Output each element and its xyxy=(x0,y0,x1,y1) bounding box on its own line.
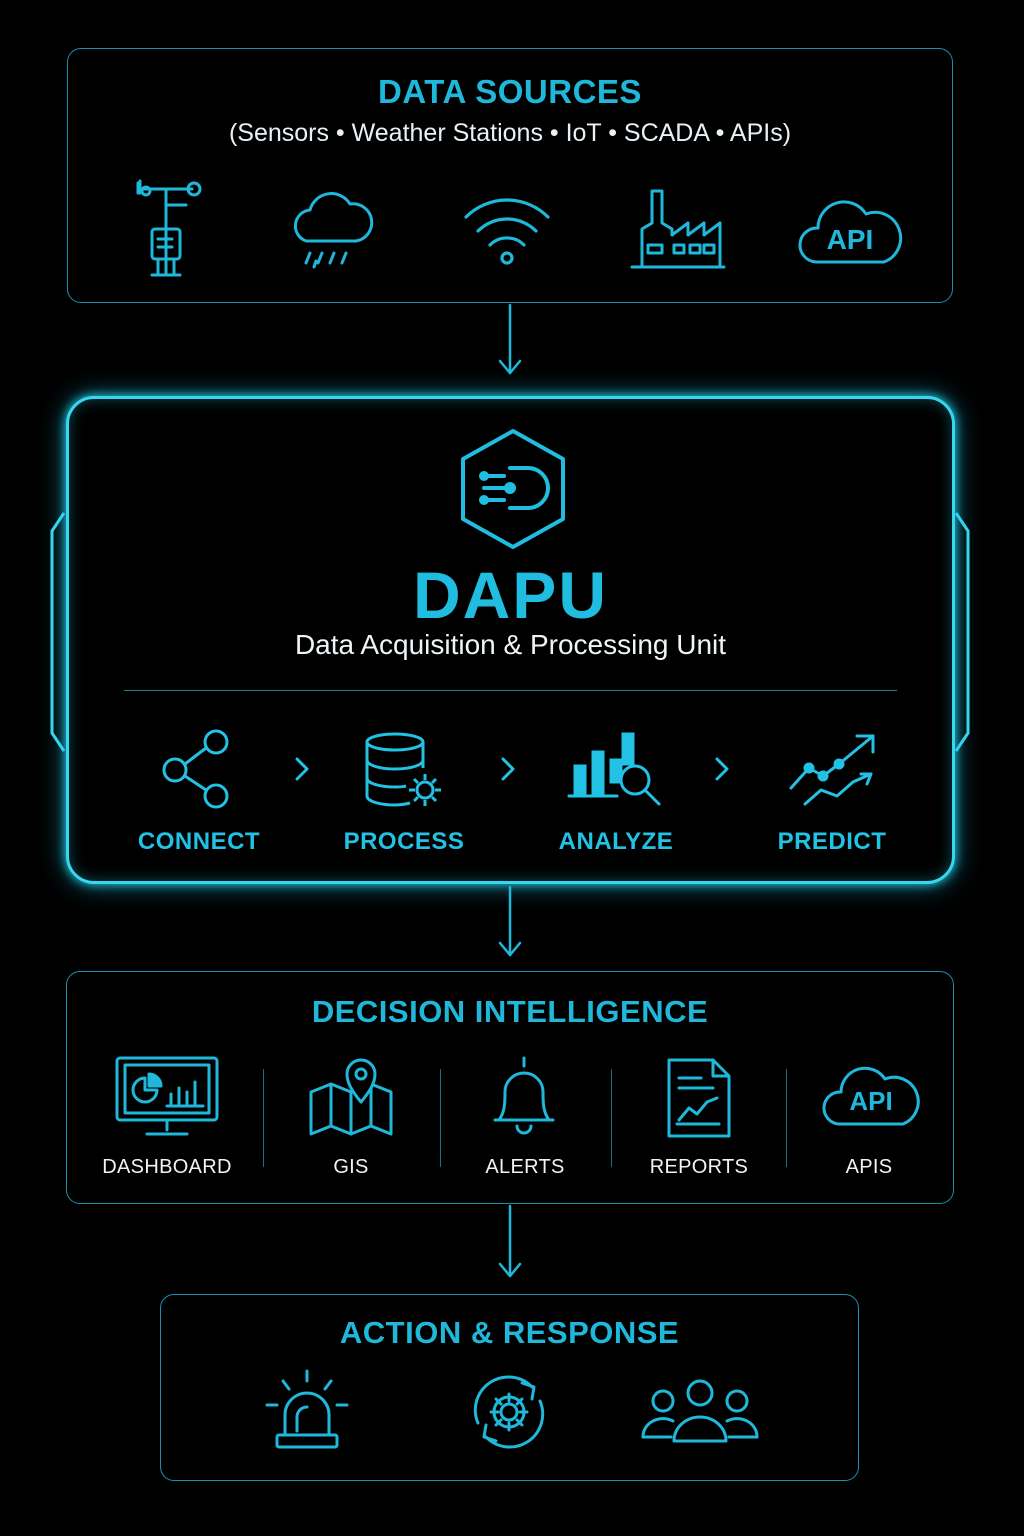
action-response-title: ACTION & RESPONSE xyxy=(339,1315,680,1350)
api-cloud-icon: API xyxy=(821,1060,921,1128)
flow-arrow xyxy=(496,303,524,375)
separator xyxy=(786,1069,787,1167)
flow-arrow xyxy=(496,885,524,957)
dapu-name: DAPU xyxy=(412,558,608,632)
report-document-icon xyxy=(667,1058,731,1138)
output-label-alerts: ALERTS xyxy=(485,1156,565,1178)
bar-chart-search-icon xyxy=(567,732,663,810)
chevron-right-icon xyxy=(501,757,515,786)
wifi-icon xyxy=(462,195,552,267)
step-label-connect: CONNECT xyxy=(137,828,261,855)
gear-cycle-icon xyxy=(466,1369,552,1455)
rain-cloud-icon xyxy=(288,189,374,273)
team-icon xyxy=(641,1379,759,1445)
decision-intelligence-title: DECISION INTELLIGENCE xyxy=(311,994,709,1029)
dapu-divider xyxy=(124,690,897,691)
output-label-gis: GIS xyxy=(333,1156,369,1178)
flow-arrow xyxy=(496,1204,524,1278)
output-label-reports: REPORTS xyxy=(649,1156,749,1178)
data-sources-subtitle: (Sensors • Weather Stations • IoT • SCAD… xyxy=(228,119,792,147)
step-label-process: PROCESS xyxy=(343,828,465,855)
step-label-analyze: ANALYZE xyxy=(558,828,674,855)
decision-intelligence-panel: DECISION INTELLIGENCE DASHBOARD GIS xyxy=(66,971,954,1204)
dapu-hexagon-logo-icon xyxy=(458,428,568,550)
weather-station-icon xyxy=(136,179,202,279)
map-pin-icon xyxy=(309,1056,393,1138)
output-label-dashboard: DASHBOARD xyxy=(102,1156,232,1178)
trend-arrow-icon xyxy=(787,732,877,808)
share-nodes-icon xyxy=(160,728,236,810)
separator xyxy=(440,1069,441,1167)
separator xyxy=(611,1069,612,1167)
data-sources-title: DATA SOURCES xyxy=(378,73,642,110)
dapu-description: Data Acquisition & Processing Unit xyxy=(294,629,727,660)
output-label-apis: APIS xyxy=(845,1156,893,1178)
data-sources-panel: DATA SOURCES (Sensors • Weather Stations… xyxy=(67,48,953,303)
separator xyxy=(263,1069,264,1167)
chevron-right-icon xyxy=(715,757,729,786)
monitor-dashboard-icon xyxy=(115,1056,219,1138)
api-badge: API xyxy=(826,224,874,255)
dapu-panel: DAPU Data Acquisition & Processing Unit … xyxy=(66,396,955,884)
dapu-side-brackets xyxy=(48,395,972,887)
siren-icon xyxy=(265,1369,349,1453)
database-gear-icon xyxy=(365,732,445,810)
api-badge: API xyxy=(849,1086,893,1116)
action-response-panel: ACTION & RESPONSE xyxy=(160,1294,859,1481)
chevron-right-icon xyxy=(295,757,309,786)
api-cloud-icon: API xyxy=(796,194,904,266)
step-label-predict: PREDICT xyxy=(777,828,887,855)
bell-icon xyxy=(491,1056,557,1138)
factory-icon xyxy=(630,187,726,269)
